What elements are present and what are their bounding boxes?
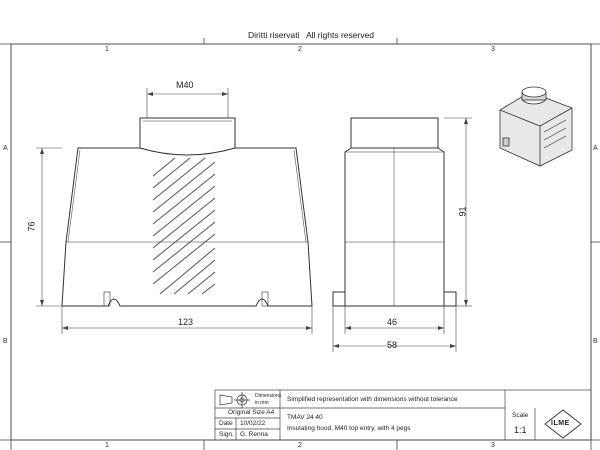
logo-text: ILME	[551, 420, 570, 427]
original-size-label: Original Size A4	[228, 409, 275, 416]
zone-col-2-bottom: 2	[298, 442, 302, 449]
dimension-lines	[36, 88, 472, 352]
tolerance-note: Simplified representation with dimension…	[287, 396, 458, 403]
dimension-side-inner-width: 46	[387, 317, 398, 327]
rights-reserved-en: All rights reserved	[306, 30, 375, 40]
sign-label: Sign.	[219, 431, 234, 438]
projection-symbol-icon	[219, 392, 250, 408]
front-view	[61, 117, 313, 307]
scale-label: Scale	[512, 412, 529, 419]
part-code: TMAV 24 40	[287, 414, 323, 421]
zone-col-3-bottom: 3	[491, 442, 495, 449]
date-value: 10/02/22	[240, 420, 266, 427]
zone-col-2-top: 2	[298, 46, 302, 53]
zone-row-a-right: A	[593, 145, 598, 152]
rights-reserved-it: Diritti riservati	[248, 30, 300, 40]
dimension-m40: M40	[176, 80, 194, 90]
part-description: Insulating hood, M40 top entry, with 4 p…	[287, 425, 411, 432]
dimension-side-height: 91	[457, 206, 468, 217]
zone-col-3-top: 3	[491, 46, 495, 53]
dimension-front-width: 123	[178, 317, 194, 327]
zone-col-1-top: 1	[105, 46, 109, 53]
dimension-arrows	[40, 92, 468, 348]
dimension-front-height: 76	[26, 221, 37, 232]
isometric-view	[499, 86, 573, 167]
zone-row-b-right: B	[593, 338, 598, 345]
zone-row-b-left: B	[3, 338, 8, 345]
front-logo-hatch	[152, 157, 216, 295]
ilme-logo	[544, 409, 582, 439]
side-view	[332, 117, 457, 307]
zone-row-a-left: A	[3, 145, 8, 152]
dimensions-unit-label: Dimensions in mm	[255, 393, 282, 406]
title-block	[214, 389, 592, 441]
date-label: Date	[219, 420, 233, 427]
zone-col-1-bottom: 1	[105, 442, 109, 449]
scale-value: 1:1	[514, 425, 527, 435]
dimension-side-outer-width: 58	[387, 340, 398, 350]
sign-value: G. Renna	[240, 431, 268, 438]
